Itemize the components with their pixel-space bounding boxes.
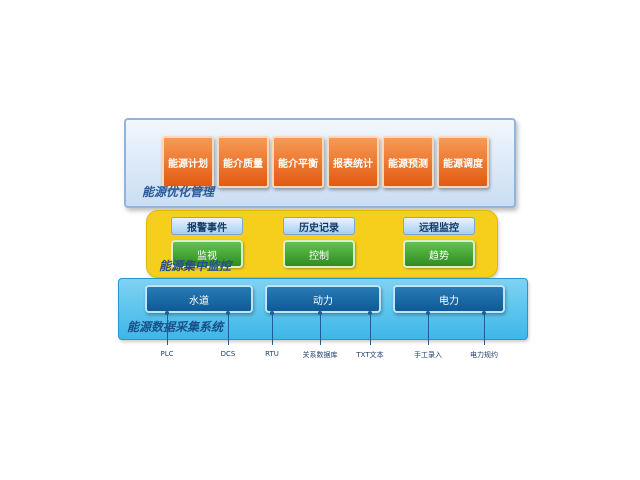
header-alarm-events: 报警事件 [171,217,243,235]
module-report-statistics: 报表统计 [327,136,379,188]
item-trend: 趋势 [403,240,475,268]
monitoring-column-alarm: 报警事件 监视 [171,217,243,268]
connector-plc [167,313,168,345]
connector-dot [368,311,372,315]
monitoring-layer: 报警事件 监视 历史记录 控制 远程监控 趋势 能源集中监控 [146,210,498,278]
module-energy-forecast: 能源预测 [382,136,434,188]
connector-dcs [228,313,229,345]
group-electric-power: 电力 [393,285,505,313]
connector-dot [482,311,486,315]
group-power-utilities: 动力 [265,285,381,313]
source-dcs: DCS [220,350,236,358]
connector-dot [226,311,230,315]
connector-relational-db [320,313,321,345]
source-plc: PLC [160,350,174,358]
optimization-layer-label: 能源优化管理 [142,185,215,199]
source-manual-entry: 手工录入 [414,351,442,359]
connector-rtu [272,313,273,345]
module-energy-dispatch: 能源调度 [437,136,489,188]
connector-dot [270,311,274,315]
header-history-records: 历史记录 [283,217,355,235]
source-txt: TXT文本 [356,351,384,359]
connector-dot [165,311,169,315]
optimization-layer: 能源计划 能介质量 能介平衡 报表统计 能源预测 能源调度 能源优化管理 [124,118,516,208]
source-rtu: RTU [265,350,279,358]
item-monitor: 监视 [171,240,243,268]
connector-power-protocol [484,313,485,345]
module-medium-quality: 能介质量 [217,136,269,188]
module-medium-balance: 能介平衡 [272,136,324,188]
monitoring-layer-label: 能源集中监控 [159,259,232,273]
connector-txt [370,313,371,345]
acquisition-layer: 水道 动力 电力 能源数据采集系统 [118,278,528,340]
group-water: 水道 [145,285,253,313]
optimization-modules: 能源计划 能介质量 能介平衡 报表统计 能源预测 能源调度 [162,136,489,188]
header-remote-monitoring: 远程监控 [403,217,475,235]
connector-dot [318,311,322,315]
acquisition-layer-label: 能源数据采集系统 [127,320,224,334]
monitoring-column-remote: 远程监控 趋势 [403,217,475,268]
module-energy-plan: 能源计划 [162,136,214,188]
item-control: 控制 [283,240,355,268]
monitoring-column-history: 历史记录 控制 [283,217,355,268]
connector-dot [426,311,430,315]
source-relational-db: 关系数据库 [302,351,338,359]
connector-manual [428,313,429,345]
source-power-protocol: 电力规约 [470,351,498,359]
